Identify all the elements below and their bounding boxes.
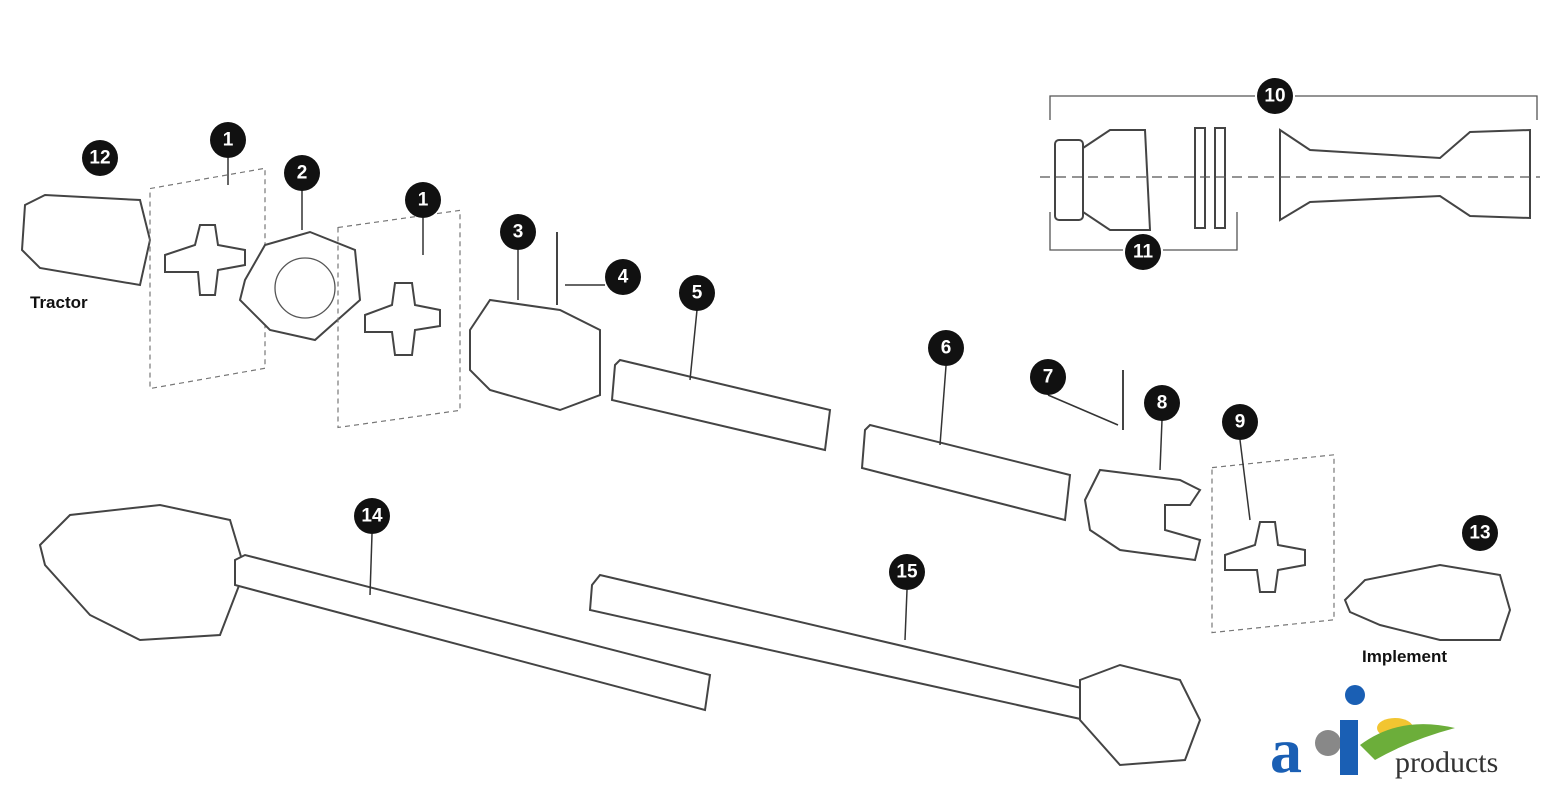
- callout-11: 11: [1125, 234, 1161, 270]
- callout-1b: 1: [405, 182, 441, 218]
- callout-7: 7: [1030, 359, 1066, 395]
- svg-text:4: 4: [618, 267, 629, 288]
- callout-5: 5: [679, 275, 715, 311]
- svg-text:3: 3: [513, 222, 524, 243]
- svg-text:1: 1: [223, 130, 234, 151]
- callout-8: 8: [1144, 385, 1180, 421]
- callout-3: 3: [500, 214, 536, 250]
- callout-6: 6: [928, 330, 964, 366]
- svg-text:8: 8: [1157, 393, 1168, 414]
- svg-text:13: 13: [1469, 523, 1490, 544]
- implement-yoke: [1343, 563, 1512, 641]
- inner-yoke: [469, 298, 601, 412]
- callout-13: 13: [1462, 515, 1498, 551]
- svg-text:7: 7: [1043, 367, 1054, 388]
- svg-text:5: 5: [692, 283, 703, 304]
- callout-14: 14: [354, 498, 390, 534]
- svg-text:2: 2: [297, 163, 308, 184]
- cross-kit-2: [364, 282, 441, 356]
- svg-text:products: products: [1395, 746, 1498, 779]
- svg-text:15: 15: [896, 562, 918, 583]
- callout-4: 4: [605, 259, 641, 295]
- implement-half-shaft: [588, 573, 1202, 767]
- svg-text:11: 11: [1133, 242, 1154, 263]
- tractor-yoke: [20, 193, 152, 287]
- cv-body: [238, 230, 362, 342]
- callout-9: 9: [1222, 404, 1258, 440]
- inner-tube: [610, 358, 832, 452]
- svg-text:10: 10: [1264, 86, 1285, 107]
- ai-products-logo: a products: [1270, 685, 1498, 786]
- implement-label: Implement: [1362, 647, 1448, 666]
- callout-1a: 1: [210, 122, 246, 158]
- cross-box-1: [149, 167, 266, 390]
- tractor-half-shaft: [38, 503, 712, 712]
- svg-text:a: a: [1270, 715, 1302, 786]
- tractor-label: Tractor: [30, 293, 88, 312]
- svg-text:12: 12: [89, 148, 110, 169]
- svg-text:6: 6: [941, 338, 952, 359]
- svg-text:14: 14: [361, 506, 383, 527]
- callout-15: 15: [889, 554, 925, 590]
- svg-text:9: 9: [1235, 412, 1246, 433]
- outer-tube: [860, 423, 1072, 522]
- cross-kit-3: [1224, 521, 1306, 593]
- inset-assembly: [1040, 95, 1540, 251]
- cross-kit-1: [164, 224, 246, 296]
- svg-text:1: 1: [418, 190, 429, 211]
- leader-lines: [227, 158, 1251, 641]
- outer-yoke: [1083, 468, 1202, 562]
- callout-10: 10: [1257, 78, 1293, 114]
- callout-12: 12: [82, 140, 118, 176]
- callout-2: 2: [284, 155, 320, 191]
